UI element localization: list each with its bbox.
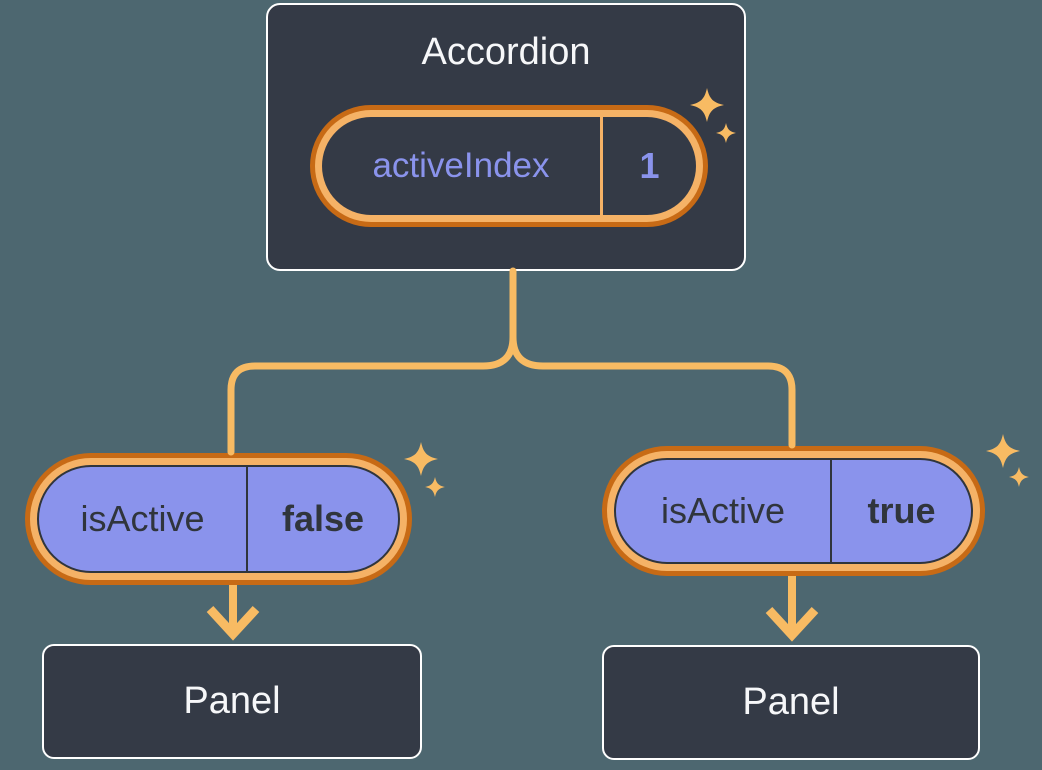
panel-node-left: Panel [42, 644, 422, 759]
state-pill-core: activeIndex 1 [322, 117, 696, 215]
arrow-down-icon [206, 585, 260, 641]
prop-value-label-right: true [867, 490, 936, 531]
state-name-label: activeIndex [372, 146, 550, 185]
panel-title-right: Panel [742, 681, 840, 723]
panel-node-right: Panel [602, 645, 980, 760]
prop-pill-right: isActive true [602, 446, 985, 576]
prop-pill-left-ring: isActive false [30, 458, 407, 580]
state-value-label: 1 [639, 145, 660, 186]
state-pill-divider [600, 117, 603, 215]
state-pill: activeIndex 1 [310, 105, 708, 227]
prop-value-label-left: false [281, 498, 365, 539]
prop-pill-left-core: isActive false [37, 465, 400, 573]
panel-title-left: Panel [183, 680, 281, 722]
prop-pill-left: isActive false [25, 453, 412, 585]
prop-pill-right-divider [830, 460, 832, 562]
tree-connector-line [227, 267, 796, 456]
sparkle-icon [404, 442, 445, 497]
prop-pill-right-ring: isActive true [607, 451, 980, 571]
prop-name-label-left: isActive [80, 498, 205, 539]
state-pill-ring: activeIndex 1 [315, 110, 703, 222]
arrow-down-icon [765, 576, 819, 642]
prop-name-label-right: isActive [660, 490, 786, 531]
prop-pill-left-divider [246, 467, 248, 571]
prop-pill-right-core: isActive true [614, 458, 973, 564]
sparkle-icon [986, 434, 1029, 487]
accordion-node-title: Accordion [421, 31, 591, 73]
